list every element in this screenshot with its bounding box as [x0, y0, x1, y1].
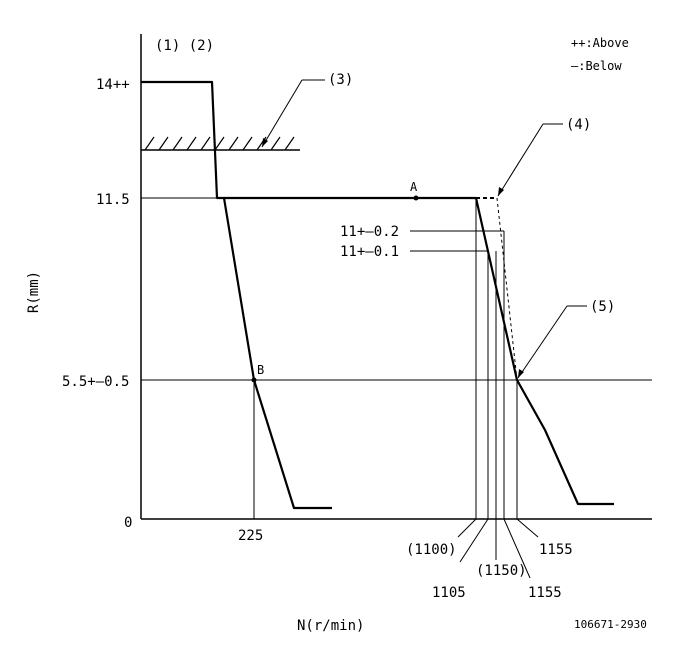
- callout-4-arrow: [497, 123, 544, 197]
- x-tick-1150: (1150): [476, 563, 527, 579]
- leader-1100: [457, 518, 477, 538]
- curve-dashed-slope: [496, 197, 518, 381]
- y-tick-14: 14++: [96, 77, 130, 93]
- leader-1105: [459, 518, 489, 563]
- leader-1155-upper: [516, 518, 539, 538]
- callout-3-arrowhead: [262, 138, 268, 147]
- callout-5-label: (5): [590, 299, 615, 315]
- callout-3-label: (3): [328, 72, 353, 88]
- x-tick-1105: 1105: [432, 585, 466, 601]
- curve-start-segment: [141, 80, 332, 510]
- y-axis-label: R(mm): [26, 271, 42, 313]
- callout-4-arrowhead: [498, 187, 504, 196]
- x-tick-1155-upper: 1155: [539, 542, 573, 558]
- callout-5-arrowhead: [518, 369, 524, 378]
- legend-above: ++:Above: [571, 36, 629, 50]
- y-tick-0: 0: [124, 515, 132, 531]
- side-label-11-02: 11+—0.2: [340, 224, 399, 240]
- x-tick-1100: (1100): [406, 542, 457, 558]
- callout-5-arrow: [517, 305, 568, 379]
- leader-1155-lower: [503, 518, 531, 579]
- markers-label: (1) (2): [155, 38, 214, 54]
- x-tick-225: 225: [238, 528, 263, 544]
- point-b-label: B: [257, 363, 264, 377]
- y-tick-11-5: 11.5: [96, 192, 130, 208]
- stopper-hatching: [144, 136, 295, 151]
- y-tick-5-5: 5.5+—0.5: [62, 374, 129, 390]
- drawing-code: 106671-2930: [574, 618, 647, 631]
- point-b-marker: [251, 377, 257, 383]
- callout-3-arrow: [261, 79, 303, 148]
- x-tick-1155-lower: 1155: [528, 585, 562, 601]
- legend-below: —:Below: [571, 59, 622, 73]
- curve-governing-segment: [224, 196, 614, 506]
- point-a-label: A: [410, 180, 418, 194]
- x-axis-label: N(r/min): [297, 618, 364, 634]
- side-label-11-01: 11+—0.1: [340, 244, 399, 260]
- callout-4-label: (4): [566, 117, 591, 133]
- point-a-marker: [413, 195, 419, 201]
